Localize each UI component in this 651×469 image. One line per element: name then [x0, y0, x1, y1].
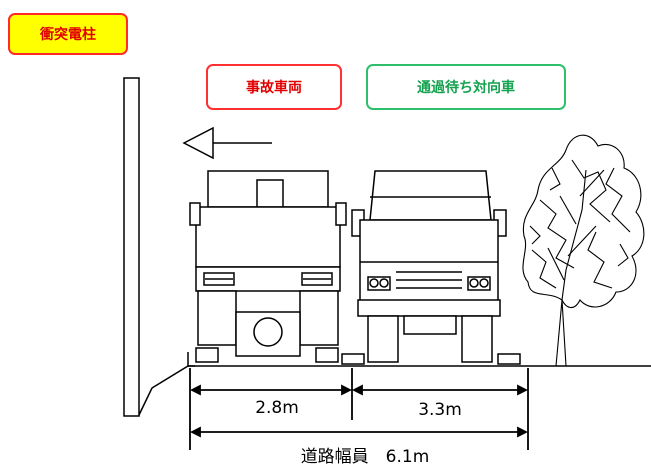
accident-vehicle-label-text: 事故車両 [246, 80, 302, 96]
truck-front-icon [341, 170, 521, 365]
oncoming-vehicle-label: 通過待ち対向車 [366, 64, 566, 110]
utility-pole-icon [123, 77, 140, 417]
dimension-lines [189, 368, 529, 450]
road-surface [138, 352, 651, 416]
right-lane-width: 3.3m [418, 400, 462, 420]
pole-label: 衝突電柱 [8, 13, 128, 55]
arrow-left-icon [182, 126, 272, 160]
tree-icon [522, 134, 645, 367]
pole-label-text: 衝突電柱 [40, 27, 96, 43]
oncoming-vehicle-label-text: 通過待ち対向車 [417, 80, 515, 96]
road-width-total: 道路幅員 6.1m [300, 447, 430, 467]
accident-vehicle-label: 事故車両 [206, 64, 342, 110]
left-lane-width: 2.8m [255, 398, 299, 418]
truck-rear-icon [189, 170, 347, 363]
